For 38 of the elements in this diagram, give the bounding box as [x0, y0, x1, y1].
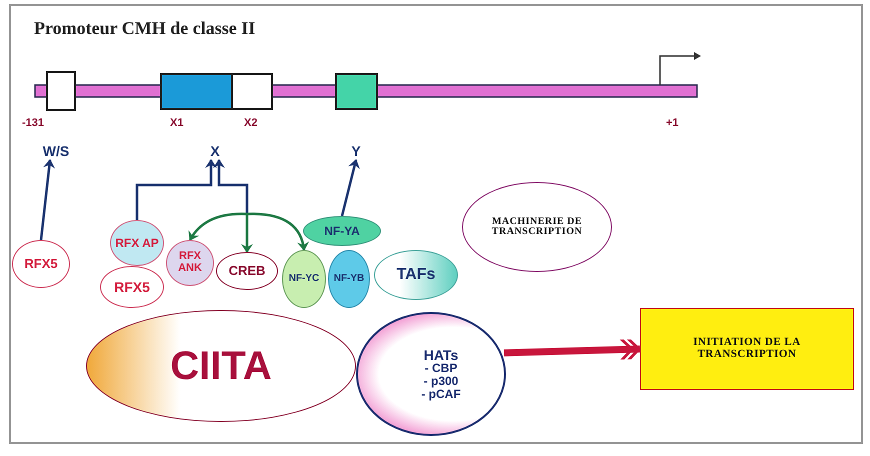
- protein-ellipse: [110, 220, 164, 266]
- arrow: [188, 212, 248, 241]
- protein-label: TAFs: [396, 266, 436, 284]
- list-item: - CBP: [424, 362, 458, 376]
- arrow: [136, 159, 217, 220]
- list-item: - pCAF: [421, 388, 461, 400]
- protein-label: RFX ANK: [177, 251, 203, 275]
- region-label: X: [205, 142, 225, 160]
- protein-ellipse: [216, 252, 278, 290]
- arrow: [40, 159, 56, 240]
- position-label: X2: [244, 118, 258, 130]
- protein-label: RFX5: [114, 280, 150, 294]
- list-item: - p300: [424, 375, 458, 388]
- protein-label: NF-YC: [288, 274, 320, 284]
- protein-ellipse: [100, 266, 164, 308]
- protein-label: CREB: [228, 264, 266, 278]
- region-label: W/S: [36, 142, 76, 160]
- protein-ellipse: [303, 216, 381, 246]
- protein-label: RFX5: [24, 257, 58, 271]
- arrow: [247, 212, 309, 251]
- position-label: X1: [170, 118, 184, 130]
- position-label: +1: [666, 118, 679, 130]
- result-text: INITIATION DE LA TRANSCRIPTION: [692, 337, 802, 361]
- protein-ellipse: [166, 240, 214, 286]
- protein-label: MACHINERIE DE TRANSCRIPTION: [490, 216, 584, 238]
- region-label: Y: [346, 142, 366, 160]
- protein-label: RFX AP: [115, 236, 159, 250]
- result-box: [640, 308, 854, 390]
- arrow: [213, 159, 248, 214]
- arrow: [340, 159, 360, 216]
- diagram-title: Promoteur CMH de classe II: [34, 18, 256, 39]
- protein-label: NF-YA: [324, 224, 360, 238]
- protein-ellipse: [12, 240, 70, 288]
- arrow: [241, 214, 253, 253]
- protein-label: HATs: [424, 348, 458, 362]
- position-label: -131: [22, 118, 44, 130]
- protein-label: NF-YB: [334, 274, 364, 284]
- protein-label: CIITA: [170, 345, 272, 387]
